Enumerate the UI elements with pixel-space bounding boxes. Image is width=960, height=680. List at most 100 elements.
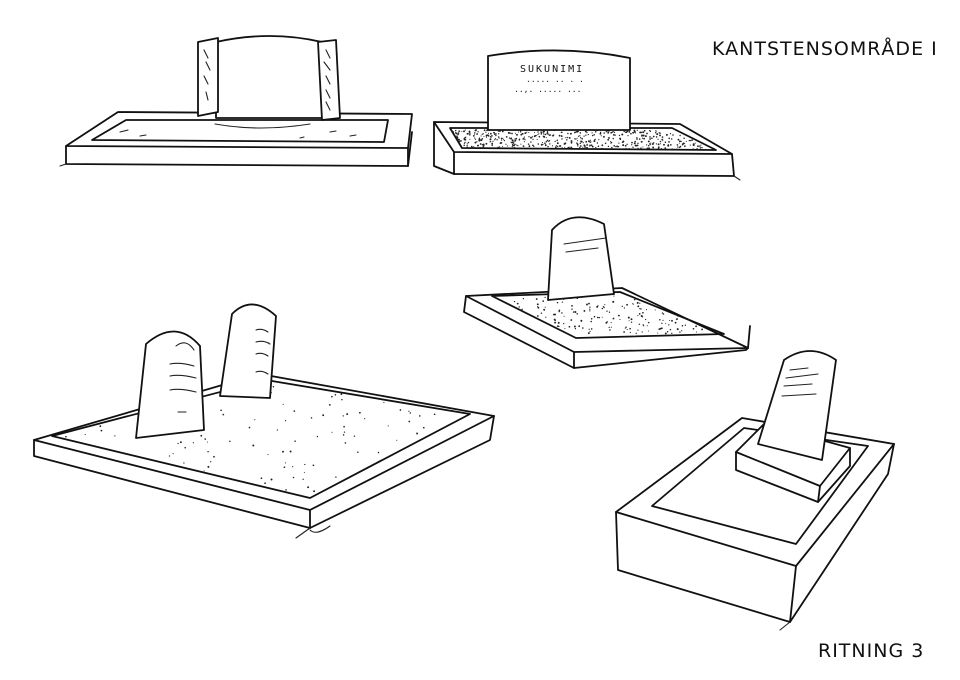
gravel-dot: [556, 301, 559, 304]
gravel-dot: [464, 139, 466, 141]
gravel-dot: [707, 149, 709, 151]
gravel-dot: [649, 136, 651, 138]
gravel-dot: [284, 462, 287, 464]
gravel-dot: [572, 311, 575, 313]
gravel-dot: [513, 300, 516, 303]
gravel-dot: [664, 332, 667, 335]
gravel-dot: [342, 434, 345, 436]
gravel-dot: [474, 141, 477, 144]
gravel-dot: [207, 441, 209, 443]
gravel-dot: [659, 140, 662, 143]
gravel-dot: [612, 300, 615, 303]
gravel-dot: [641, 137, 644, 139]
gravel-dot: [543, 308, 545, 311]
gravel-dot: [699, 147, 702, 149]
gravel-dot: [579, 146, 581, 149]
gravel-dot: [632, 131, 635, 134]
gravel-dot: [455, 132, 458, 135]
gravel-dot: [544, 142, 546, 144]
gravel-dot: [618, 134, 621, 137]
gravel-dot: [640, 147, 642, 149]
gravel-dot: [548, 134, 551, 136]
gravel-dot: [542, 131, 544, 134]
gravel-dot: [656, 133, 659, 136]
gravel-dot: [531, 136, 534, 138]
gravel-dot: [524, 139, 526, 141]
gravel-dot: [485, 142, 488, 145]
gravel-dot: [302, 478, 304, 480]
grave-2-inscription: SUKUNIMI: [520, 64, 584, 75]
gravel-dot: [604, 304, 606, 306]
grave-1-gravel: [119, 123, 357, 139]
gravel-dot: [677, 138, 680, 141]
gravel-dot: [285, 489, 287, 491]
gravel-dot: [615, 146, 617, 148]
gravel-dot: [204, 438, 206, 440]
grave-2-headstone: SUKUNIMI ..... .. . . ..,. ..... ...: [487, 49, 631, 131]
gravel-dot: [503, 139, 506, 142]
gravel-dot: [468, 130, 470, 132]
gravel-dot: [633, 129, 636, 132]
gravel-dot: [477, 131, 479, 133]
gravel-dot: [566, 136, 568, 139]
gravel-dot: [502, 137, 504, 139]
gravel-dot: [457, 132, 460, 134]
gravel-dot: [495, 132, 497, 135]
gravel-dot: [556, 145, 559, 148]
grave-4-gravel: [65, 385, 436, 493]
gravel-dot: [633, 142, 636, 145]
gravel-dot: [557, 321, 560, 324]
gravel-dot: [254, 419, 256, 421]
gravel-dot: [612, 317, 615, 320]
gravel-dot: [519, 138, 521, 140]
gravel-dot: [648, 147, 650, 149]
gravel-dot: [638, 313, 641, 315]
gravel-dot: [642, 131, 645, 134]
gravel-dot: [664, 147, 667, 150]
gravel-dot: [543, 131, 545, 133]
gravel-dot: [675, 148, 678, 151]
gravel-dot: [679, 145, 682, 148]
gravel-dot: [419, 415, 421, 417]
gravel-dot: [532, 138, 534, 141]
gravel-dot: [500, 142, 503, 144]
gravel-dot: [636, 144, 639, 147]
gravel-dot: [536, 303, 539, 306]
gravel-dot: [555, 146, 557, 149]
gravel-dot: [396, 439, 398, 441]
gravel-dot: [632, 303, 634, 305]
gravel-dot: [503, 138, 505, 140]
gravel-dot: [637, 329, 639, 331]
gravel-dot: [387, 425, 389, 427]
gravel-dot: [294, 440, 296, 442]
gravel-dot: [695, 325, 698, 328]
gravel-dot: [659, 319, 661, 321]
gravel-dot: [601, 144, 604, 147]
gravel-dot: [556, 140, 558, 142]
gravel-dot: [642, 134, 645, 137]
gravel-dot: [580, 140, 583, 143]
gravel-dot: [590, 328, 593, 330]
gravel-dot: [699, 145, 701, 147]
gravel-dot: [666, 330, 669, 333]
gravel-dot: [457, 133, 459, 136]
gravel-dot: [593, 315, 596, 318]
gravel-dot: [581, 327, 584, 329]
gravel-dot: [647, 330, 649, 332]
gravel-dot: [207, 465, 210, 468]
gravel-dot: [652, 142, 654, 145]
gravel-dot: [642, 146, 644, 148]
gravel-dot: [353, 435, 356, 437]
gravel-dot: [344, 442, 347, 444]
gravel-dot: [500, 137, 503, 140]
gravel-dot: [581, 147, 584, 149]
gravel-dot: [696, 148, 698, 151]
gravel-dot: [685, 140, 687, 142]
gravel-dot: [631, 141, 633, 144]
gravel-dot: [283, 466, 286, 469]
gravel-dot: [631, 144, 633, 146]
gravel-dot: [546, 130, 549, 133]
gravel-dot: [585, 134, 587, 136]
gravel-dot: [512, 145, 514, 147]
